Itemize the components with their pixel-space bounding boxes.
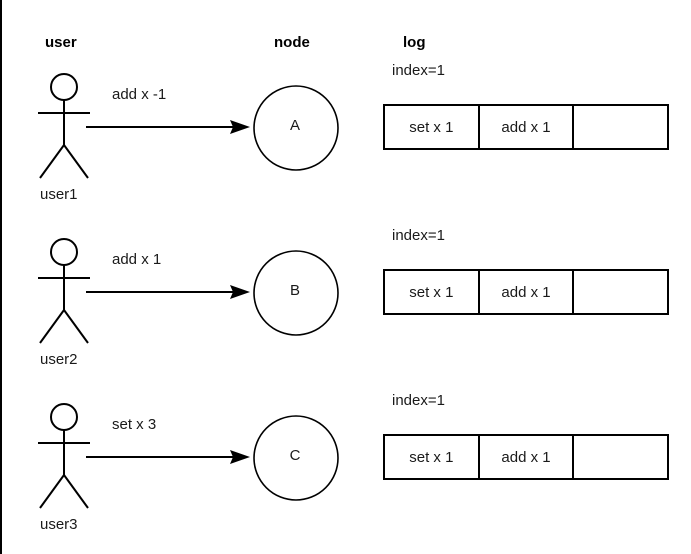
actor-label: user2 bbox=[40, 351, 78, 368]
log-cell: add x 1 bbox=[480, 106, 575, 148]
diagram-row: user1 add x -1 A index=1 set x 1 add x 1 bbox=[2, 0, 691, 203]
column-header-user: user bbox=[45, 34, 77, 51]
log-cell: set x 1 bbox=[385, 271, 480, 313]
diagram-row: user3 set x 3 C index=1 set x 1 add x 1 bbox=[2, 330, 691, 533]
column-header-log: log bbox=[403, 34, 426, 51]
stick-figure-icon bbox=[38, 238, 90, 344]
log-table: set x 1 add x 1 bbox=[383, 104, 669, 150]
message-arrow-icon bbox=[86, 450, 250, 464]
log-cell bbox=[574, 271, 667, 313]
log-cell bbox=[574, 436, 667, 478]
log-cell: set x 1 bbox=[385, 436, 480, 478]
actor-label: user3 bbox=[40, 516, 78, 533]
stick-figure-icon bbox=[38, 73, 90, 179]
node-circle-icon bbox=[253, 415, 339, 501]
message-arrow-icon bbox=[86, 285, 250, 299]
message-arrow-icon bbox=[86, 120, 250, 134]
node-label: A bbox=[289, 117, 300, 134]
message-label: add x -1 bbox=[112, 86, 167, 103]
column-header-node: node bbox=[274, 34, 310, 51]
log-cell bbox=[574, 106, 667, 148]
log-index-label: index=1 bbox=[392, 62, 445, 79]
actor-label: user1 bbox=[40, 186, 78, 203]
log-table: set x 1 add x 1 bbox=[383, 434, 669, 480]
log-cell: add x 1 bbox=[480, 436, 575, 478]
log-cell: add x 1 bbox=[480, 271, 575, 313]
log-table: set x 1 add x 1 bbox=[383, 269, 669, 315]
node-circle-icon bbox=[253, 250, 339, 336]
diagram-row: user2 add x 1 B index=1 set x 1 add x 1 bbox=[2, 165, 691, 368]
log-index-label: index=1 bbox=[392, 227, 445, 244]
log-cell: set x 1 bbox=[385, 106, 480, 148]
node-label: B bbox=[289, 282, 300, 299]
message-label: add x 1 bbox=[112, 251, 162, 268]
node-circle-icon bbox=[253, 85, 339, 171]
message-label: set x 3 bbox=[112, 416, 157, 433]
stick-figure-icon bbox=[38, 403, 90, 509]
log-index-label: index=1 bbox=[392, 392, 445, 409]
node-label: C bbox=[289, 447, 301, 464]
